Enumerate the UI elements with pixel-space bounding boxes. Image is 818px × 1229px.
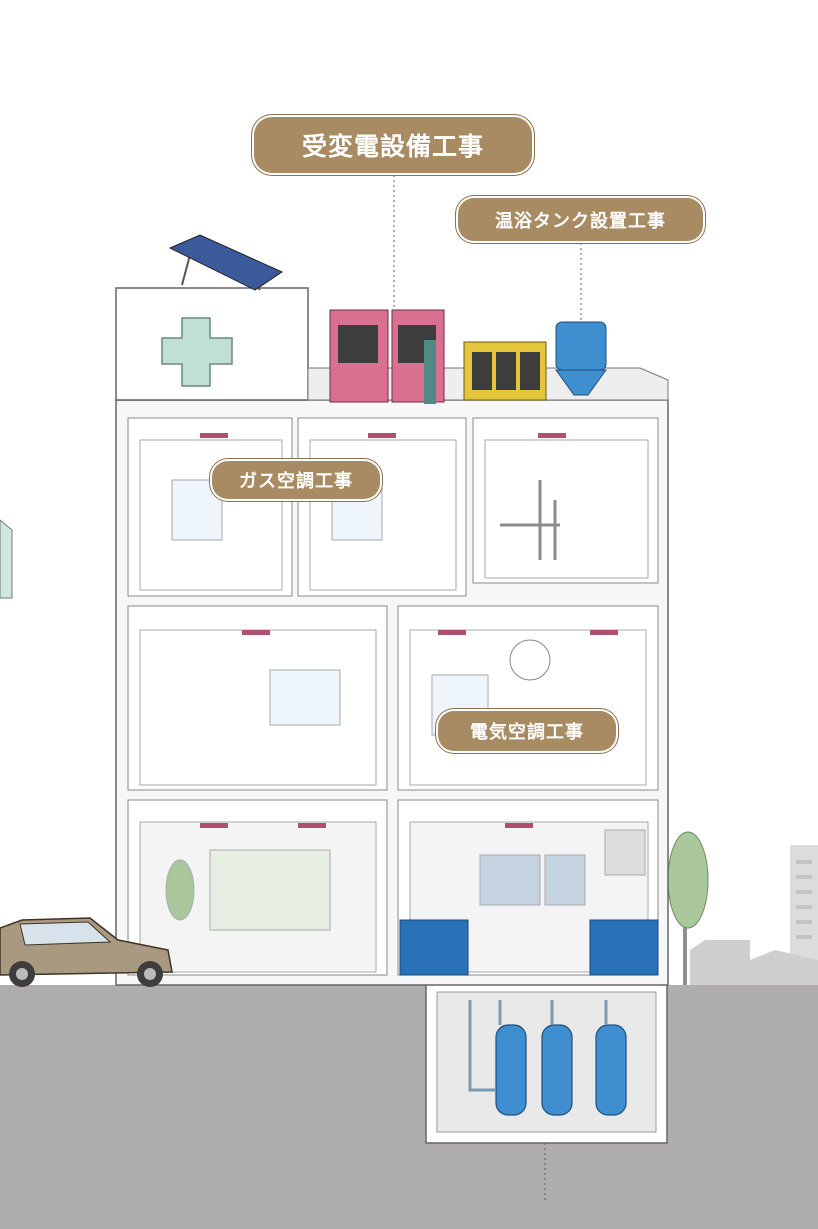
gas-hvac-work-label: ガス空調工事	[212, 461, 380, 499]
water-tank-icon	[555, 321, 607, 396]
electric-hvac-work-label: 電気空調工事	[438, 711, 616, 751]
background-buildings	[690, 845, 818, 985]
ceiling-ac-units	[200, 433, 618, 828]
solar-panel-icon	[168, 234, 284, 291]
basement-room	[425, 982, 668, 1200]
substation-work-label: 受変電設備工事	[254, 117, 532, 173]
medical-cross-icon	[161, 317, 233, 387]
left-building	[0, 519, 13, 599]
substation-panels	[329, 309, 445, 404]
ground	[0, 985, 818, 1229]
car-icon	[0, 917, 173, 987]
floor-2-interior	[139, 629, 647, 786]
hvac-outdoor-unit	[463, 341, 547, 401]
bath-tank-installation-label: 温浴タンク設置工事	[458, 198, 703, 241]
floor-1-interior	[139, 821, 659, 976]
